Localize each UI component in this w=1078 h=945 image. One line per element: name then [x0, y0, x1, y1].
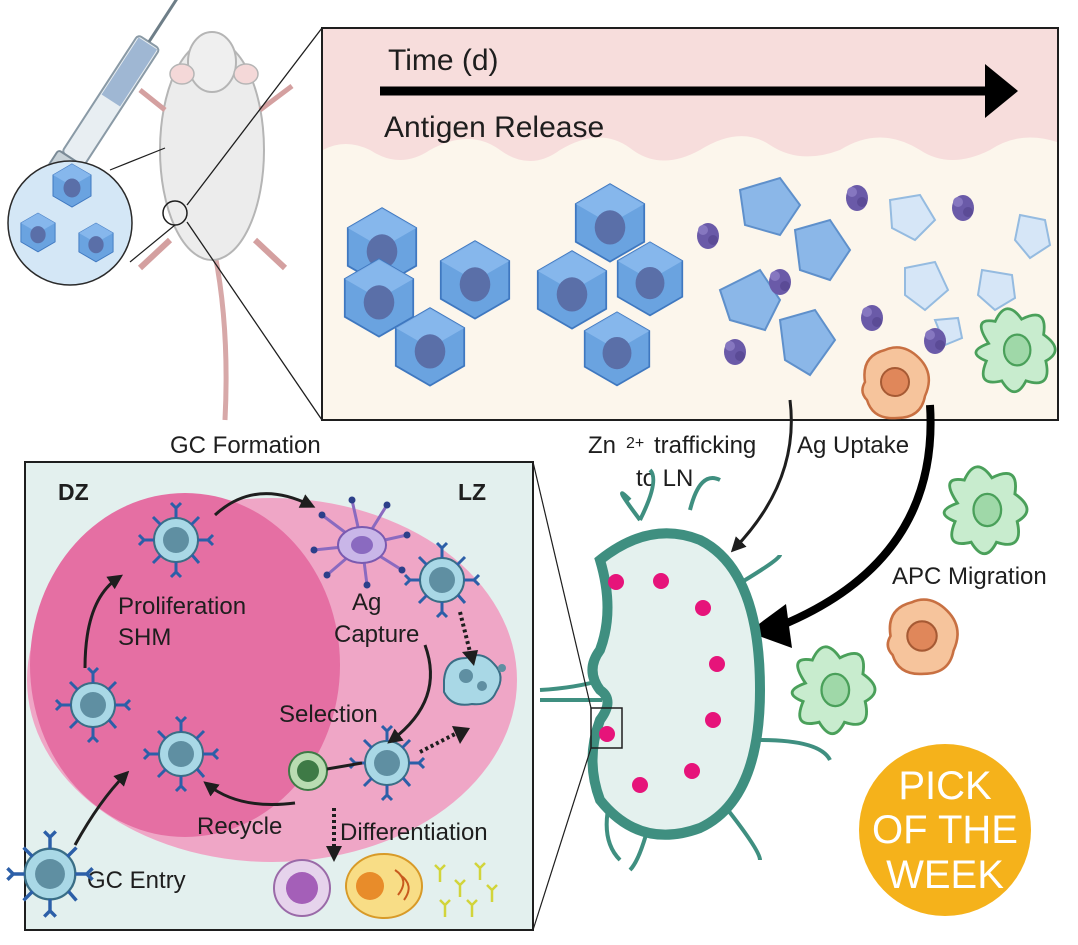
selection-label: Selection	[279, 701, 378, 728]
pick-of-the-week-badge: PICK OF THE WEEK	[859, 744, 1031, 916]
selection-arrow	[387, 644, 432, 744]
follicular-dendritic-cell-icon	[310, 496, 411, 589]
badge-line3: WEEK	[886, 853, 1004, 897]
dendritic-cell-icon	[974, 307, 1057, 394]
capture-label: Capture	[334, 621, 419, 648]
ag-label: Ag	[352, 589, 381, 616]
zn-label: Zn	[588, 432, 616, 459]
apc-migration-label: APC Migration	[892, 563, 1047, 590]
germinal-center-panel: DZ LZ Proliferation SHM Ag Capture Selec…	[5, 461, 534, 931]
apoptotic-cell-icon	[443, 654, 506, 706]
antigen-icon	[697, 223, 719, 249]
recycle-arrow	[203, 781, 296, 807]
badge-line2: OF THE	[872, 808, 1018, 852]
mouse-icon	[137, 31, 294, 421]
to-ln-label: to LN	[636, 465, 693, 492]
migration-to-lz-arrow	[213, 492, 316, 517]
proliferation-label: Proliferation	[118, 593, 246, 620]
antigen-release-label: Antigen Release	[384, 111, 604, 144]
time-label: Time (d)	[388, 44, 499, 77]
ag-uptake-label: Ag Uptake	[797, 432, 909, 459]
recycle-label: Recycle	[197, 813, 282, 840]
zn-trafficking-arrow	[730, 399, 793, 553]
apc-cell-icon	[861, 346, 931, 420]
crystal-fragment	[888, 193, 1052, 347]
gc-formation-label: GC Formation	[170, 432, 321, 459]
badge-line1: PICK	[898, 764, 992, 808]
migrating-apc-icon	[886, 598, 959, 676]
lz-label: LZ	[458, 479, 486, 505]
dz-label: DZ	[58, 479, 89, 505]
zn-superscript: 2+	[626, 435, 644, 452]
differentiation-label: Differentiation	[340, 819, 488, 846]
lymph-node-icon	[539, 468, 832, 872]
antibodies-icon	[434, 862, 498, 917]
gc-entry-label: GC Entry	[87, 867, 186, 894]
apc-migration-arrow	[778, 404, 935, 630]
shm-label: SHM	[118, 624, 171, 651]
antigen-release-panel: Time (d) Antigen Release	[321, 27, 1059, 421]
proliferation-arrow	[83, 574, 123, 669]
migrating-dendritic-cell-icon	[942, 465, 1029, 556]
trafficking-label: trafficking	[654, 432, 756, 459]
crystal-dissolving	[718, 176, 852, 377]
crystal-magnified-bubble	[7, 147, 176, 286]
gc-entry-arrow	[73, 770, 130, 846]
